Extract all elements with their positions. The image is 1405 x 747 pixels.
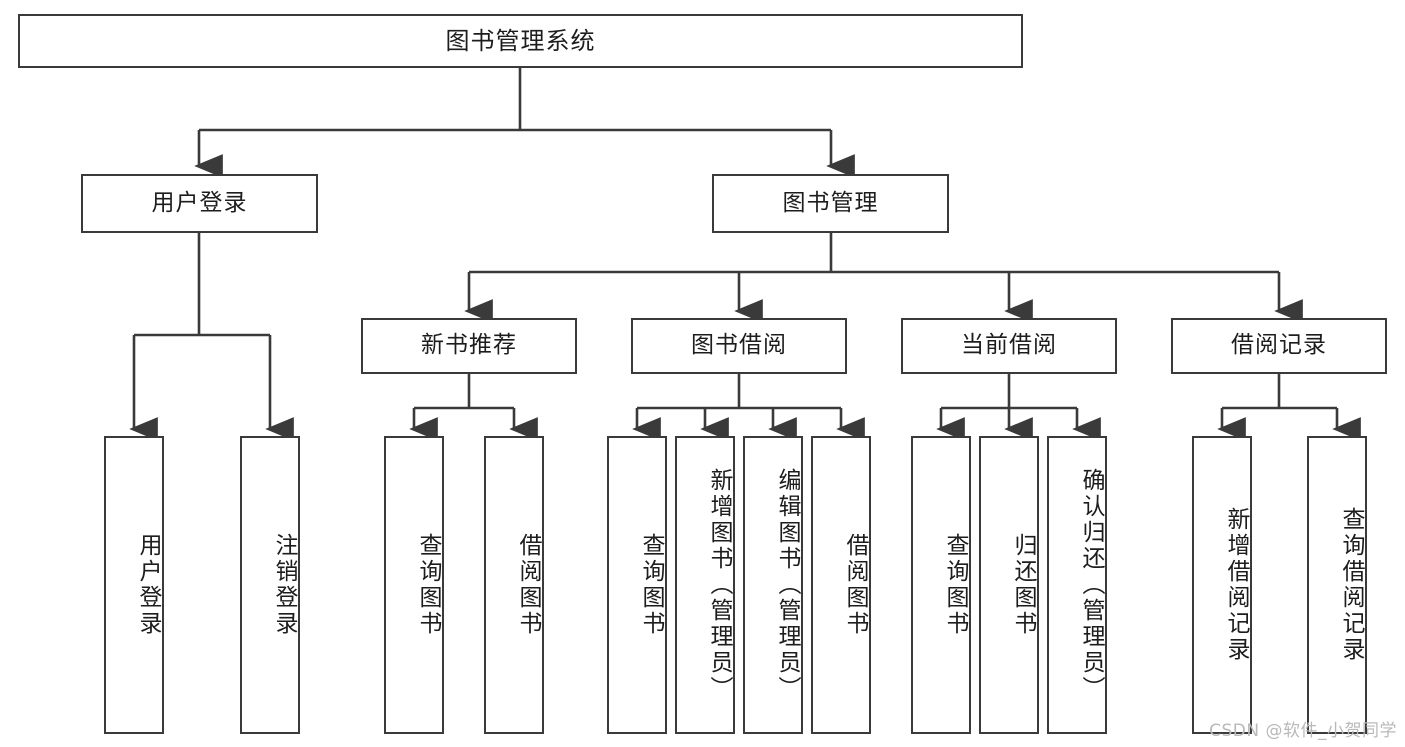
node-borrow-record[interactable]: 借阅记录 [1171,318,1387,374]
node-label: 图书管理系统 [445,26,596,55]
node-leaf-user-login-login[interactable]: 用户登录 [104,436,164,734]
node-book-borrow[interactable]: 图书借阅 [631,318,847,374]
node-label: 当前借阅 [961,332,1057,359]
node-label: 新书推荐 [421,332,517,359]
node-label: 图书借阅 [691,332,787,359]
node-label: 查询图书 [415,533,441,637]
node-leaf-current-borrow-query[interactable]: 查询图书 [911,436,971,734]
node-leaf-current-borrow-return[interactable]: 归还图书 [979,436,1039,734]
node-label: 查询图书 [942,533,968,637]
watermark-text: CSDN @软件_小贺同学 [1209,721,1397,741]
node-label: 注销登录 [271,533,297,637]
node-root-book-management-system[interactable]: 图书管理系统 [18,14,1023,68]
node-label: 确认归还（管理员） [1078,468,1104,702]
node-leaf-book-borrow-query[interactable]: 查询图书 [607,436,667,734]
node-leaf-current-borrow-confirm-admin[interactable]: 确认归还（管理员） [1047,436,1107,734]
node-leaf-borrow-record-add[interactable]: 新增借阅记录 [1192,436,1252,734]
node-leaf-new-book-query[interactable]: 查询图书 [384,436,444,734]
node-leaf-book-borrow-edit-admin[interactable]: 编辑图书（管理员） [743,436,803,734]
node-leaf-book-borrow-borrow[interactable]: 借阅图书 [811,436,871,734]
node-leaf-user-login-logout[interactable]: 注销登录 [240,436,300,734]
node-label: 新增借阅记录 [1223,507,1249,663]
node-label: 编辑图书（管理员） [774,468,800,702]
node-current-borrow[interactable]: 当前借阅 [901,318,1117,374]
node-user-login[interactable]: 用户登录 [81,174,318,233]
node-label: 用户登录 [135,533,161,637]
node-label: 查询图书 [638,533,664,637]
node-label: 借阅记录 [1231,332,1327,359]
node-label: 新增图书（管理员） [706,468,732,702]
node-label: 用户登录 [151,189,248,216]
node-label: 借阅图书 [842,533,868,637]
node-leaf-new-book-borrow[interactable]: 借阅图书 [484,436,544,734]
node-new-book-recommend[interactable]: 新书推荐 [361,318,577,374]
node-label: 图书管理 [782,189,879,216]
node-leaf-book-borrow-add-admin[interactable]: 新增图书（管理员） [675,436,735,734]
node-leaf-borrow-record-query[interactable]: 查询借阅记录 [1307,436,1367,734]
node-book-management[interactable]: 图书管理 [712,174,949,233]
node-label: 借阅图书 [515,533,541,637]
node-label: 归还图书 [1010,533,1036,637]
node-label: 查询借阅记录 [1338,507,1364,663]
